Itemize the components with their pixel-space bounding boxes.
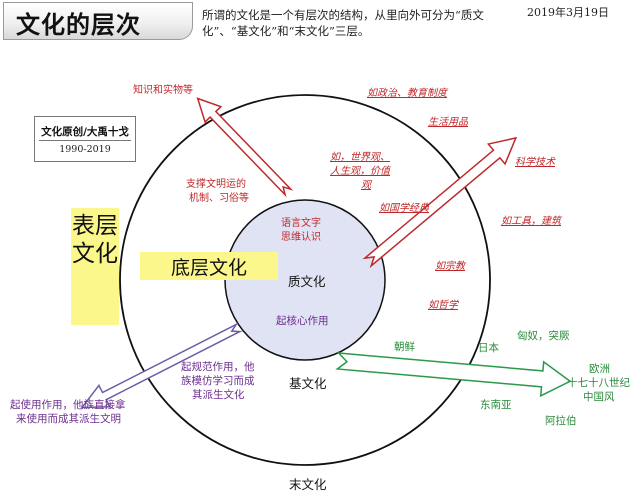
- credit-divider: [39, 140, 131, 141]
- norm-label-2: 族模仿学习而成: [181, 375, 255, 387]
- core-lang-label-2: 思维认识: [281, 232, 321, 243]
- norm-label-1: 起规范作用，他: [181, 361, 255, 373]
- science-label: 科学技术: [515, 157, 555, 168]
- base-culture-label: 基文化: [289, 376, 327, 391]
- date-label: 2019年3月19日: [527, 6, 609, 19]
- deep-culture-label: 底层文化: [170, 257, 247, 279]
- japan-label: 日本: [478, 342, 499, 354]
- core-lang-label-1: 语言文字: [281, 218, 321, 229]
- green-arrow-europe: [335, 352, 572, 398]
- classics-label: 如国学经典: [379, 203, 429, 214]
- credit-box: 文化原创/大禹十戈 1990-2019: [34, 116, 136, 162]
- worldview-label-3: 观: [361, 180, 371, 191]
- support-label-1: 支撑文明运的: [186, 179, 246, 190]
- surface-culture-highlight: 表层文化: [71, 208, 119, 325]
- europe-label-3: 中国风: [583, 391, 615, 403]
- red-arrow-knowledge: [196, 97, 294, 198]
- surface-culture-label: 表层文化: [72, 213, 118, 267]
- intro-text: 所谓的文化是一个有层次的结构，从里向外可分为“质文化”、“基文化”和“末文化”三…: [202, 8, 484, 38]
- purple-arrow-use: [80, 322, 243, 409]
- religion-label: 如宗教: [435, 261, 465, 272]
- outer-culture-label: 末文化: [289, 477, 327, 492]
- credit-years: 1990-2019: [59, 144, 111, 155]
- deep-culture-highlight: 底层文化: [140, 252, 278, 280]
- life-goods-label: 生活用品: [428, 117, 468, 128]
- xiongnu-label: 匈奴，突厥: [517, 330, 570, 342]
- politics-label: 如政治、教育制度: [367, 88, 447, 99]
- knowledge-label: 知识和实物等: [133, 85, 193, 96]
- core-culture-label: 质文化: [288, 274, 326, 289]
- southeast-asia-label: 东南亚: [480, 399, 512, 411]
- korea-label: 朝鲜: [394, 341, 415, 353]
- worldview-label-1: 如，世界观、: [330, 152, 390, 163]
- worldview-label-2: 人生观，价值: [330, 166, 390, 177]
- use-label-2: 来使用而成其派生文明: [16, 413, 121, 425]
- red-arrow-science: [362, 136, 518, 269]
- support-label-2: 机制、习俗等: [189, 193, 249, 204]
- philosophy-label: 如哲学: [428, 300, 458, 311]
- credit-author: 文化原创/大禹十戈: [41, 126, 129, 138]
- norm-label-3: 其派生文化: [192, 389, 245, 401]
- use-label-1: 起使用作用，他族直接拿: [10, 399, 126, 411]
- europe-label-2: 十七十八世纪: [567, 377, 630, 389]
- arabia-label: 阿拉伯: [545, 415, 577, 427]
- core-cohesion-label: 起核心作用: [276, 315, 329, 327]
- europe-label-1: 欧洲: [589, 363, 610, 375]
- tools-label: 如工具，建筑: [501, 216, 561, 227]
- page-title: 文化的层次: [16, 11, 141, 39]
- core-culture-circle: [224, 199, 386, 361]
- title-banner: 文化的层次: [3, 2, 193, 40]
